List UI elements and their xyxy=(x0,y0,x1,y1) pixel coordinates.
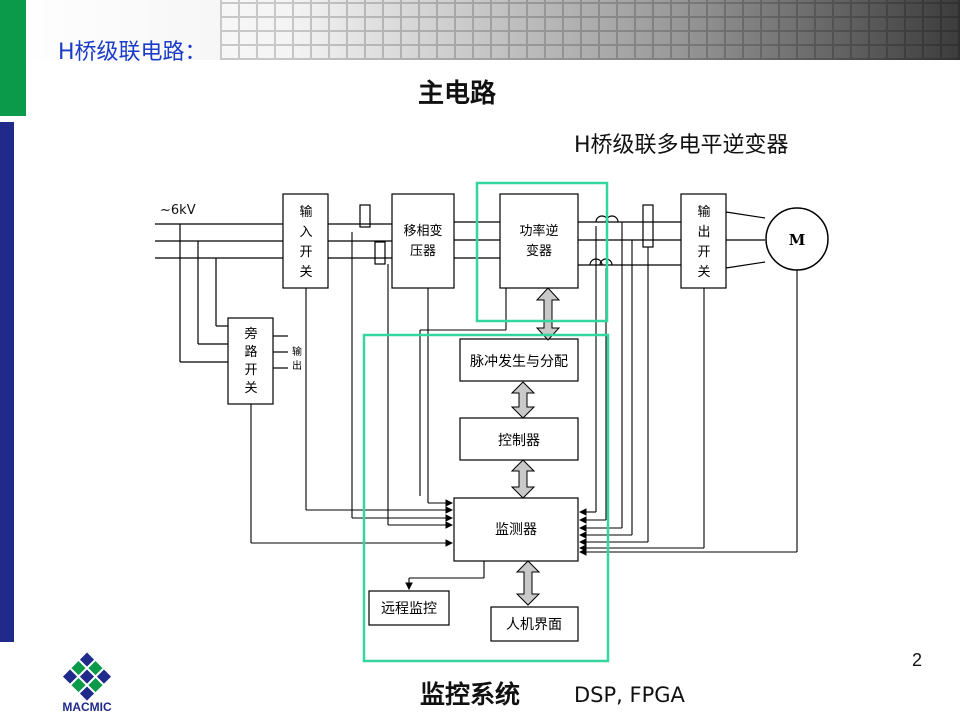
motor: M xyxy=(765,207,829,271)
svg-text:关: 关 xyxy=(244,381,257,396)
signal-lines xyxy=(250,222,798,591)
svg-text:入: 入 xyxy=(299,225,312,240)
header-texture xyxy=(220,0,960,60)
svg-text:关: 关 xyxy=(299,265,312,280)
bidirectional-arrow-pulse xyxy=(510,381,536,419)
bidirectional-arrow-controller xyxy=(510,459,536,499)
svg-text:移相变: 移相变 xyxy=(403,223,442,239)
svg-text:功率逆: 功率逆 xyxy=(519,223,558,239)
svg-text:开: 开 xyxy=(299,245,312,260)
monitor-system-label: 监控系统 xyxy=(420,680,520,709)
main-circuit-label: 主电路 xyxy=(418,78,497,109)
page-number: 2 xyxy=(912,650,923,670)
hmi-block: 人机界面 xyxy=(490,606,579,642)
logo-text: MACMIC xyxy=(62,700,112,714)
power-inverter-block: 功率逆 变器 xyxy=(499,193,579,289)
inverter-highlight-frame xyxy=(475,181,609,323)
svg-text:压器: 压器 xyxy=(410,244,436,259)
svg-text:出: 出 xyxy=(292,359,302,372)
controller-block: 控制器 xyxy=(459,417,579,461)
svg-text:变器: 变器 xyxy=(526,243,552,259)
monitor-system-highlight-frame xyxy=(362,333,610,663)
pulse-generator-block: 脉冲发生与分配 xyxy=(459,338,579,382)
company-logo xyxy=(62,652,112,701)
phase-lines xyxy=(155,211,766,369)
phase-transformer-block: 移相变 压器 xyxy=(391,193,455,289)
bidirectional-arrow-inverter xyxy=(535,287,561,341)
svg-text:出: 出 xyxy=(697,225,710,240)
dsp-fpga-label: DSP, FPGA xyxy=(574,683,686,707)
current-sensor-left xyxy=(359,204,386,265)
svg-text:路: 路 xyxy=(244,344,257,360)
svg-text:监测器: 监测器 xyxy=(495,522,537,538)
monitor-block: 监测器 xyxy=(453,497,579,562)
svg-text:人机界面: 人机界面 xyxy=(506,617,562,633)
svg-text:旁: 旁 xyxy=(244,326,257,342)
bypass-switch-block: 旁 路 开 关 输 出 xyxy=(227,317,302,405)
slide-title: H桥级联电路： xyxy=(58,40,207,65)
svg-text:M: M xyxy=(789,231,806,249)
svg-text:开: 开 xyxy=(697,245,710,260)
accent-bar-blue xyxy=(0,122,14,642)
input-switch-block: 输 入 开 关 xyxy=(282,193,329,289)
output-switch-block: 输 出 开 关 xyxy=(680,193,727,289)
remote-monitor-block: 远程监控 xyxy=(368,590,450,626)
svg-text:输: 输 xyxy=(299,204,312,220)
svg-text:远程监控: 远程监控 xyxy=(381,601,437,617)
source-voltage-label: ~6kV xyxy=(160,203,196,218)
header-band xyxy=(0,0,960,60)
svg-text:开: 开 xyxy=(244,363,257,378)
inverter-label: H桥级联多电平逆变器 xyxy=(574,133,789,158)
svg-text:关: 关 xyxy=(697,265,710,280)
bidirectional-arrow-hmi xyxy=(515,560,541,606)
svg-text:输: 输 xyxy=(697,204,710,220)
svg-text:控制器: 控制器 xyxy=(498,433,540,449)
svg-text:脉冲发生与分配: 脉冲发生与分配 xyxy=(470,354,568,370)
accent-bar-green xyxy=(0,0,26,116)
svg-text:输: 输 xyxy=(292,345,302,358)
